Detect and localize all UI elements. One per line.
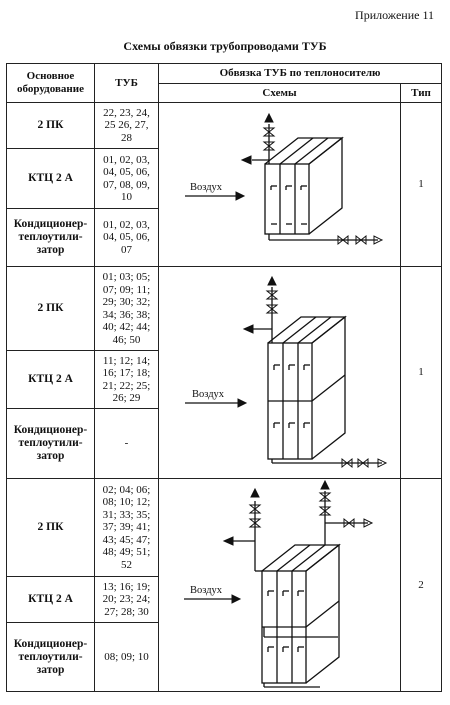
header-equipment-line2: оборудование [17,83,84,95]
equipment-name: затор [36,244,65,256]
air-label: Воздух [192,389,225,400]
equipment-name: теплоутили- [18,650,83,663]
tub-cell: 11; 12; 14; 16; 17; 18; 21; 22; 25; 26; … [94,350,159,409]
equipment-name: Кондиционер- [13,637,88,650]
equipment-name: КТЦ 2 А [28,172,73,184]
equipment-cell: 2 ПК [6,266,95,351]
tub-line: 08; 09; 10 [104,650,149,663]
tub-line: 20; 23; 24; [102,593,151,606]
scheme-diagram-type1: Воздух [184,112,383,245]
tub-cell: 22, 23, 24, 25 26, 27, 28 [94,102,159,149]
tub-line: 07 [121,243,132,256]
header-type: Тип [399,83,443,103]
tub-line: 01; 03; 05; [102,271,151,283]
tub-line: 31; 33; 35; [102,508,151,521]
tub-line: 22, 23, 24, [103,106,150,119]
page-title: Схемы обвязки трубопроводами ТУБ [123,39,327,53]
tub-line: 37; 39; 41; [102,521,151,534]
tub-cell: 01, 02, 03, 04, 05, 06, 07, 08, 09, 10 [94,148,159,209]
equipment-name: 2 ПК [37,119,64,131]
tub-cell: 02; 04; 06; 08; 10; 12; 31; 33; 35; 37; … [94,478,159,577]
equipment-name: теплоутили- [18,437,83,449]
header-equipment: Основное оборудование [6,63,95,103]
equipment-cell: 2 ПК [6,102,95,149]
scheme-cell: Воздух [158,478,401,692]
tub-line: 04, 05, 06, [103,166,150,178]
equipment-name: Кондиционер- [13,218,88,230]
tub-line: 28 [121,131,132,144]
equipment-name: КТЦ 2 А [28,593,73,606]
equipment-name: затор [36,450,65,462]
tub-line: 04, 05, 06, [103,231,150,244]
tub-line: 46; 50 [112,333,141,346]
tub-line: 10 [121,191,132,203]
equipment-name: 2 ПК [37,302,64,314]
header-schemes: Схемы [158,83,401,103]
tub-line: 11; 12; 14; [102,354,151,367]
equipment-cell: Кондиционер- теплоутили- затор [6,208,95,267]
scheme-cell: Воздух [158,266,401,479]
header-tub: ТУБ [94,63,159,103]
tub-line: 16; 17; 18; [102,367,151,379]
appendix-label: Приложение 11 [355,8,434,22]
tub-cell: 08; 09; 10 [94,622,159,692]
equipment-cell: Кондиционер- теплоутили- затор [6,408,95,479]
tub-line: 21; 22; 25; [102,379,151,392]
type-cell: 1 [399,102,443,267]
tub-line: 27; 28; 30 [104,605,149,618]
equipment-cell: 2 ПК [6,478,95,577]
scheme-diagram-type1-double: Воздух [184,275,387,468]
tub-cell: 01; 03; 05; 07; 09; 11; 29; 30; 32; 34; … [94,266,159,351]
tub-line: 07, 08, 09, [103,178,150,191]
tub-line: - [124,437,129,450]
air-label: Воздух [190,585,223,596]
tub-line: 26; 29 [112,392,141,404]
binding-table: Основное оборудование ТУБ Обвязка ТУБ по… [6,63,443,692]
tub-line: 02; 04; 06; [102,483,151,496]
type-cell: 2 [399,478,443,692]
scheme-diagram-type2: Воздух [183,479,373,688]
tub-line: 34; 36; 38; [102,308,151,321]
tub-line: 01, 02, 03, [103,218,150,231]
tub-line: 25 26, 27, [104,119,149,132]
tub-cell: - [94,408,159,479]
tub-line: 08; 10; 12; [102,496,151,509]
equipment-cell: КТЦ 2 А [6,148,95,209]
equipment-name: КТЦ 2 А [28,373,73,385]
tub-line: 01, 02, 03, [103,153,150,166]
tub-line: 07; 09; 11; [102,283,151,296]
tub-cell: 01, 02, 03, 04, 05, 06, 07 [94,208,159,267]
header-binding: Обвязка ТУБ по теплоносителю [157,63,443,84]
equipment-cell: КТЦ 2 А [6,575,95,624]
equipment-cell: Кондиционер- теплоутили- затор [6,622,95,692]
equipment-cell: КТЦ 2 А [6,350,95,409]
tub-line: 48; 49; 51; [102,546,151,559]
equipment-name: затор [36,663,65,676]
scheme-cell: Воздух [158,102,401,267]
header-equipment-line1: Основное [26,70,75,82]
tub-cell: 13; 16; 19; 20; 23; 24; 27; 28; 30 [94,575,159,624]
equipment-name: 2 ПК [37,520,64,533]
tub-line: 43; 45; 47; [102,533,151,546]
tub-line: 52 [121,558,132,571]
tub-line: 40; 42; 44; [102,321,151,333]
tub-line: 13; 16; 19; [102,580,151,593]
equipment-name: Кондиционер- [13,424,88,436]
tub-line: 29; 30; 32; [102,296,151,308]
type-cell: 1 [399,266,443,479]
air-label: Воздух [190,182,223,193]
equipment-name: теплоутили- [18,231,83,243]
